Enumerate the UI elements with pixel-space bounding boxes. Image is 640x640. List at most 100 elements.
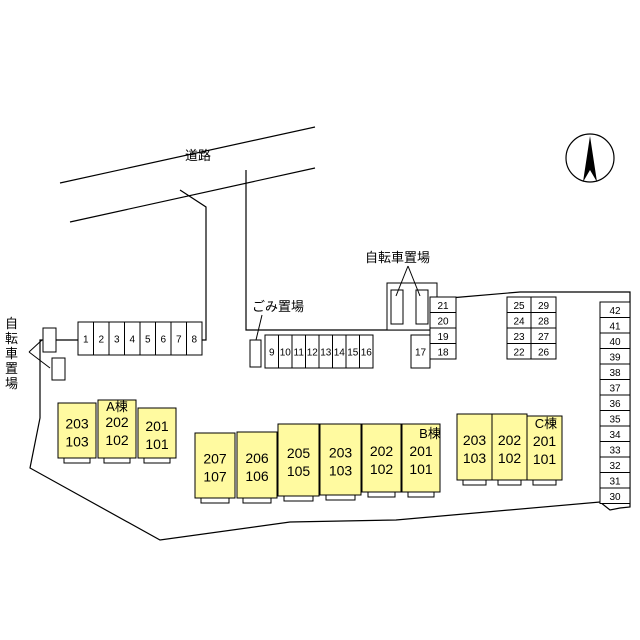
parking-slot-number: 9 bbox=[269, 348, 275, 359]
unit-number-lower: 101 bbox=[533, 451, 557, 467]
unit-block bbox=[194, 432, 236, 499]
parking-slot-number: 2 bbox=[98, 335, 104, 346]
parking-slot-number: 35 bbox=[609, 414, 621, 425]
bicycle-parking-left: 自 転 車 置 場 bbox=[5, 316, 66, 391]
unit-entrance bbox=[242, 497, 272, 504]
unit-number-lower: 103 bbox=[329, 463, 353, 479]
unit-number-upper: 201 bbox=[145, 418, 169, 434]
parking-slot-number: 19 bbox=[437, 332, 449, 343]
unit-block bbox=[277, 423, 320, 497]
unit-block bbox=[401, 423, 441, 493]
bicycle-top-label: 自転車置場 bbox=[365, 250, 430, 265]
parking-slot-number: 40 bbox=[609, 337, 621, 348]
bicycle-left-char-4: 置 bbox=[5, 361, 18, 376]
unit-block bbox=[57, 402, 97, 459]
unit-block bbox=[319, 423, 362, 496]
unit-entrance bbox=[283, 495, 314, 502]
unit-entrance bbox=[407, 491, 435, 498]
bicycle-left-char-1: 自 bbox=[5, 316, 18, 331]
parking-single: 17 bbox=[410, 334, 431, 369]
parking-slot bbox=[530, 343, 557, 360]
unit-entrance bbox=[532, 479, 557, 486]
unit-number-upper: 201 bbox=[409, 443, 433, 459]
unit-number-upper: 206 bbox=[245, 450, 269, 466]
parking-slot-number: 26 bbox=[538, 347, 550, 358]
unit-entrance bbox=[63, 457, 91, 464]
parking-slot-number: 42 bbox=[609, 306, 621, 317]
parking-slot-number: 17 bbox=[415, 348, 427, 359]
parking-slot-number: 27 bbox=[538, 332, 550, 343]
parking-slot-number: 16 bbox=[361, 348, 373, 359]
unit-number-lower: 107 bbox=[203, 469, 227, 485]
parking-slot-number: 10 bbox=[280, 348, 292, 359]
garbage-label: ごみ置場 bbox=[252, 299, 304, 314]
parking-slot-number: 23 bbox=[513, 332, 525, 343]
parking-slot bbox=[599, 487, 631, 504]
parking-slot-number: 7 bbox=[176, 335, 182, 346]
parking-slot-number: 29 bbox=[538, 301, 550, 312]
building-a-name: A棟 bbox=[106, 399, 128, 414]
building-c-name: C棟 bbox=[535, 416, 557, 431]
unit-entrance bbox=[497, 479, 522, 486]
unit-number-upper: 203 bbox=[329, 445, 353, 461]
parking-slot-number: 11 bbox=[294, 348, 305, 359]
buildings: 203103202102201101A棟20710720610620510520… bbox=[57, 399, 563, 504]
parking-slot-number: 1 bbox=[83, 335, 89, 346]
unit-number-upper: 202 bbox=[105, 414, 129, 430]
unit-entrance bbox=[143, 457, 171, 464]
parking-slot-number: 21 bbox=[437, 301, 449, 312]
parking-slot-number: 34 bbox=[609, 430, 621, 441]
parking-slot bbox=[186, 321, 203, 356]
unit-number-lower: 106 bbox=[245, 468, 269, 484]
parking-slot-number: 22 bbox=[513, 347, 525, 358]
parking-slot-number: 15 bbox=[347, 348, 359, 359]
parking-slot-number: 5 bbox=[145, 335, 151, 346]
parking-slot-number: 36 bbox=[609, 399, 621, 410]
parking-slot-number: 25 bbox=[513, 301, 525, 312]
unit-entrance bbox=[200, 497, 230, 504]
parking-slot-number: 31 bbox=[609, 476, 621, 487]
unit-block bbox=[137, 407, 177, 459]
unit-number-upper: 202 bbox=[370, 443, 394, 459]
parking-slot-number: 12 bbox=[307, 348, 319, 359]
unit-number-upper: 203 bbox=[65, 416, 89, 432]
parking-slot bbox=[429, 343, 457, 360]
unit-number-lower: 101 bbox=[409, 461, 433, 477]
bicycle-left-char-3: 車 bbox=[5, 346, 18, 361]
parking-slot-number: 3 bbox=[114, 335, 120, 346]
bicycle-left-char-2: 転 bbox=[5, 331, 18, 346]
parking-slot-number: 28 bbox=[538, 316, 550, 327]
unit-number-upper: 202 bbox=[498, 432, 522, 448]
unit-number-upper: 203 bbox=[463, 432, 487, 448]
parking-slot-number: 38 bbox=[609, 368, 621, 379]
unit-number-lower: 103 bbox=[463, 450, 487, 466]
unit-number-lower: 105 bbox=[287, 463, 311, 479]
unit-number-upper: 207 bbox=[203, 451, 227, 467]
north-arrow-icon bbox=[565, 133, 615, 183]
road-label: 道路 bbox=[185, 148, 211, 163]
parking-col-c: 29 28 27 26 bbox=[530, 296, 557, 360]
unit-entrance bbox=[103, 457, 131, 464]
unit-number-lower: 102 bbox=[370, 461, 394, 477]
parking-slot-number: 14 bbox=[334, 348, 346, 359]
bicycle-parking-top: 自転車置場 bbox=[365, 250, 438, 331]
unit-block bbox=[456, 413, 493, 481]
parking-slot-number: 18 bbox=[437, 347, 449, 358]
unit-number-upper: 201 bbox=[533, 433, 557, 449]
